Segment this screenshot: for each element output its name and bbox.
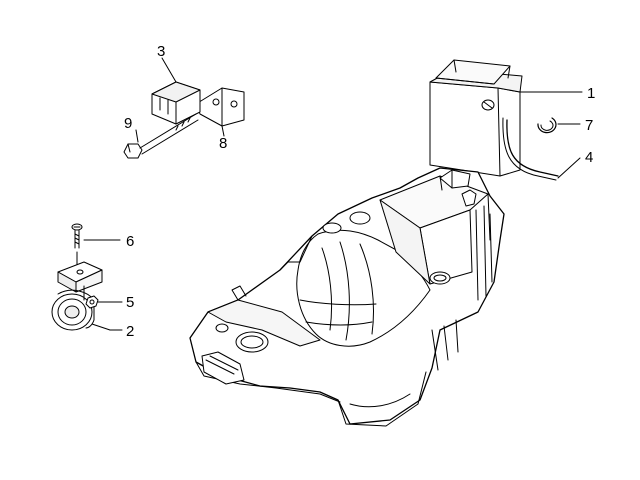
horn-bracket-assembly <box>51 261 103 331</box>
callout-1-label: 1 <box>587 85 595 102</box>
callout-3-label: 3 <box>157 43 165 60</box>
callout-4-label: 4 <box>585 149 593 166</box>
callout-labels: 1 2 3 4 5 6 7 8 9 <box>124 43 595 340</box>
storage-compartment <box>189 167 505 427</box>
callout-9-label: 9 <box>124 115 132 132</box>
breather-tube <box>506 119 559 177</box>
screw <box>71 223 83 267</box>
leader-lines <box>83 57 583 331</box>
callout-2-label: 2 <box>126 323 134 340</box>
callout-5-label: 5 <box>126 294 134 311</box>
battery <box>429 59 559 181</box>
callout-6-label: 6 <box>126 233 134 250</box>
callout-7-label: 7 <box>585 117 593 134</box>
clip-ring <box>537 117 557 134</box>
relay-assembly <box>123 81 245 159</box>
callout-8-label: 8 <box>219 135 227 152</box>
